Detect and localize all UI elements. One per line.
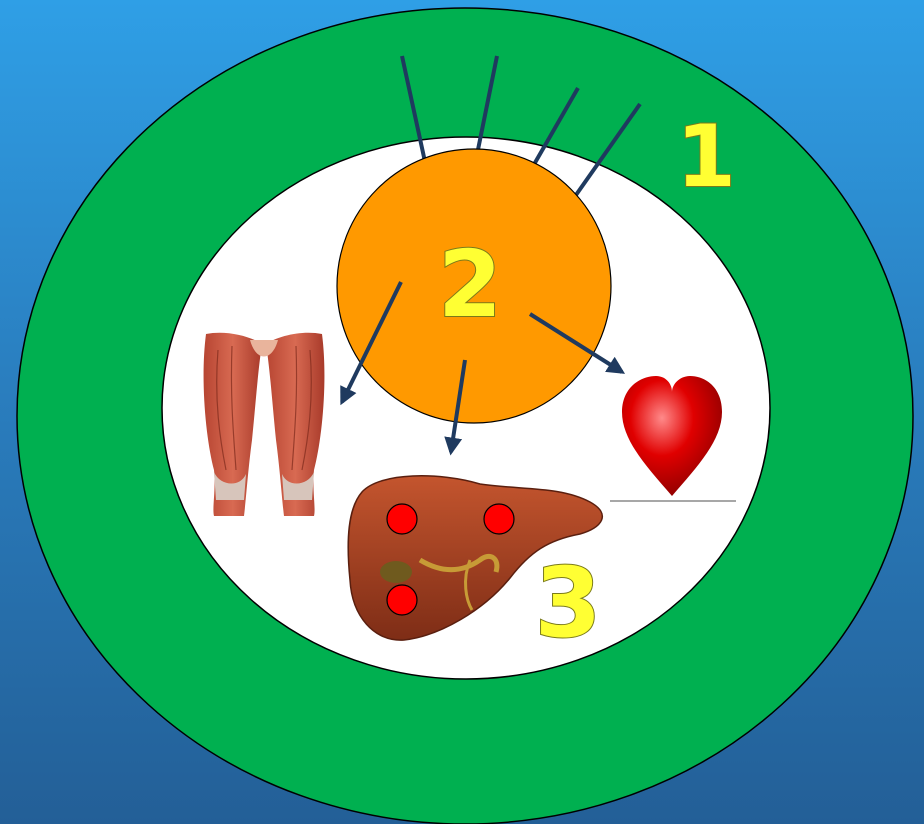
label-2: 2 bbox=[438, 231, 502, 338]
red-dot bbox=[387, 504, 417, 534]
heart-icon bbox=[610, 368, 736, 501]
red-dot bbox=[484, 504, 514, 534]
label-3: 3 bbox=[535, 547, 602, 659]
label-1: 1 bbox=[676, 107, 736, 207]
red-dot bbox=[387, 585, 417, 615]
thigh-muscles-illustration bbox=[190, 328, 338, 518]
